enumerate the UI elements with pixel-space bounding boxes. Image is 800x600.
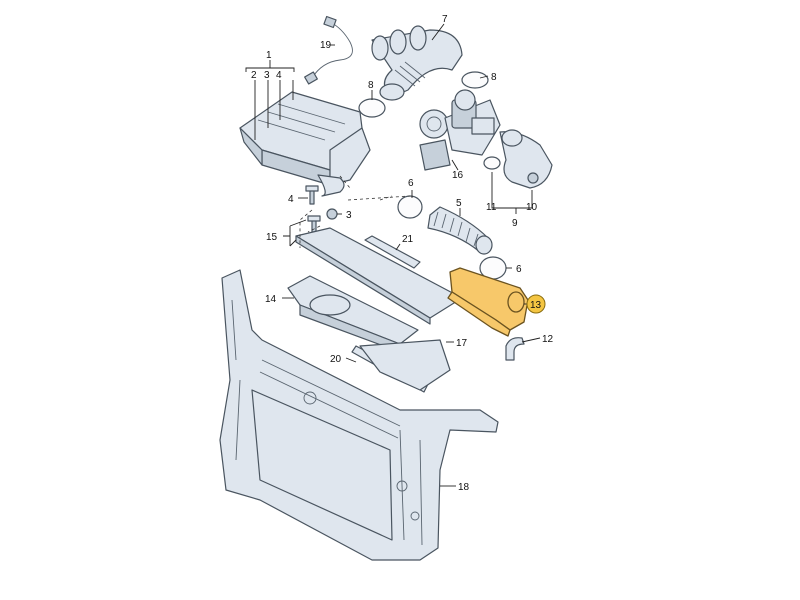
bracket — [364, 235, 421, 269]
screw-fastener — [305, 185, 319, 205]
seal-ring — [461, 71, 489, 89]
intake-pipe — [371, 25, 463, 101]
callout-10: 10 — [526, 202, 538, 213]
screw-fastener — [307, 215, 321, 233]
callout-1: 1 — [266, 50, 272, 61]
callout-8: 8 — [491, 72, 497, 83]
air-filter-housing — [239, 91, 371, 197]
callout-18: 18 — [458, 482, 470, 493]
callout-15: 15 — [266, 232, 278, 243]
front-carrier-frame — [219, 269, 499, 561]
throttle-body — [419, 89, 501, 171]
grommet — [326, 208, 338, 220]
callout-4: 4 — [276, 70, 282, 81]
callout-7: 7 — [442, 14, 448, 25]
callout-11: 11 — [486, 202, 497, 213]
air-hose — [427, 206, 493, 255]
callout-6: 6 — [408, 178, 414, 189]
callout-16: 16 — [452, 170, 464, 181]
callout-20: 20 — [330, 354, 342, 365]
seal-ring — [358, 98, 386, 118]
callout-5: 5 — [456, 198, 462, 209]
callout-17: 17 — [456, 338, 468, 349]
sensor-wire — [304, 15, 353, 85]
callout-9: 9 — [512, 218, 518, 229]
callout-12: 12 — [542, 334, 554, 345]
charge-air-pipe — [483, 129, 553, 189]
callout-14: 14 — [265, 294, 277, 305]
callout-6: 6 — [516, 264, 522, 275]
callout-8: 8 — [368, 80, 374, 91]
callout-2: 2 — [251, 70, 257, 81]
callout-21: 21 — [402, 234, 414, 245]
callout-19: 19 — [320, 40, 332, 51]
lower-air-guide — [359, 339, 451, 391]
callout-4: 4 — [288, 194, 294, 205]
callout-3: 3 — [264, 70, 270, 81]
callout-3: 3 — [346, 210, 352, 221]
hose-clamp-ring — [397, 195, 423, 219]
callout-13: 13 — [530, 300, 542, 311]
highlight-badge — [526, 294, 546, 314]
air-duct-highlighted — [447, 267, 529, 337]
hose-fitting — [505, 337, 525, 361]
